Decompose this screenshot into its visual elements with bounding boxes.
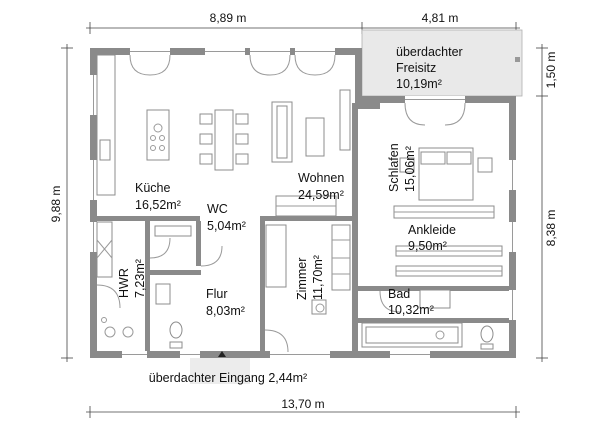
door-swings xyxy=(129,54,466,126)
entrance-area xyxy=(190,358,250,384)
label-wohnen-area: 24,59m² xyxy=(298,188,344,202)
dim-right-main: 8,38 m xyxy=(544,210,558,247)
label-flur-area: 8,03m² xyxy=(206,304,245,318)
dressing-furniture xyxy=(395,245,503,277)
label-kueche-area: 16,52m² xyxy=(135,198,181,212)
dim-top-left: 8,89 m xyxy=(210,11,247,25)
interior-walls xyxy=(97,103,509,351)
label-hwr-area: 7,23m² xyxy=(133,259,147,298)
hwr-furniture xyxy=(96,221,171,338)
label-zimmer-area: 11,70m² xyxy=(311,255,325,300)
label-wc-area: 5,04m² xyxy=(207,219,246,233)
label-bad-name: Bad xyxy=(388,287,410,301)
label-schlafen-area: 15,06m² xyxy=(403,146,417,192)
windows xyxy=(90,48,516,358)
label-wc-name: WC xyxy=(207,202,228,216)
label-hwr-name: HWR xyxy=(117,268,131,298)
terrace-post xyxy=(515,57,520,62)
bath-furniture xyxy=(361,289,494,350)
label-ankleide-area: 9,50m² xyxy=(408,239,447,253)
label-wohnen-name: Wohnen xyxy=(298,171,344,185)
label-kueche-name: Küche xyxy=(135,181,170,195)
label-flur-name: Flur xyxy=(206,287,228,301)
dim-top-right: 4,81 m xyxy=(422,11,459,25)
bedroom-furniture xyxy=(393,147,495,219)
label-zimmer-name: Zimmer xyxy=(295,258,309,300)
label-freisitz-line2: Freisitz xyxy=(396,61,436,75)
dim-bottom: 13,70 m xyxy=(281,397,324,411)
wc-furniture xyxy=(149,225,223,349)
terrace-area xyxy=(361,29,523,97)
label-eingang: überdachter Eingang 2,44m² xyxy=(149,371,307,385)
label-freisitz-area: 10,19m² xyxy=(396,77,442,91)
label-schlafen-name: Schlafen xyxy=(387,143,401,192)
dim-right-top: 1,50 m xyxy=(544,52,558,89)
dimension-lines xyxy=(61,22,548,418)
label-freisitz-line1: überdachter xyxy=(396,45,463,59)
dim-left: 9,88 m xyxy=(49,186,63,223)
label-bad-area: 10,32m² xyxy=(388,303,434,317)
label-ankleide-name: Ankleide xyxy=(408,223,456,237)
entrance-arrow xyxy=(218,351,226,357)
room-furniture xyxy=(264,195,351,353)
kitchen-furniture xyxy=(96,54,249,196)
